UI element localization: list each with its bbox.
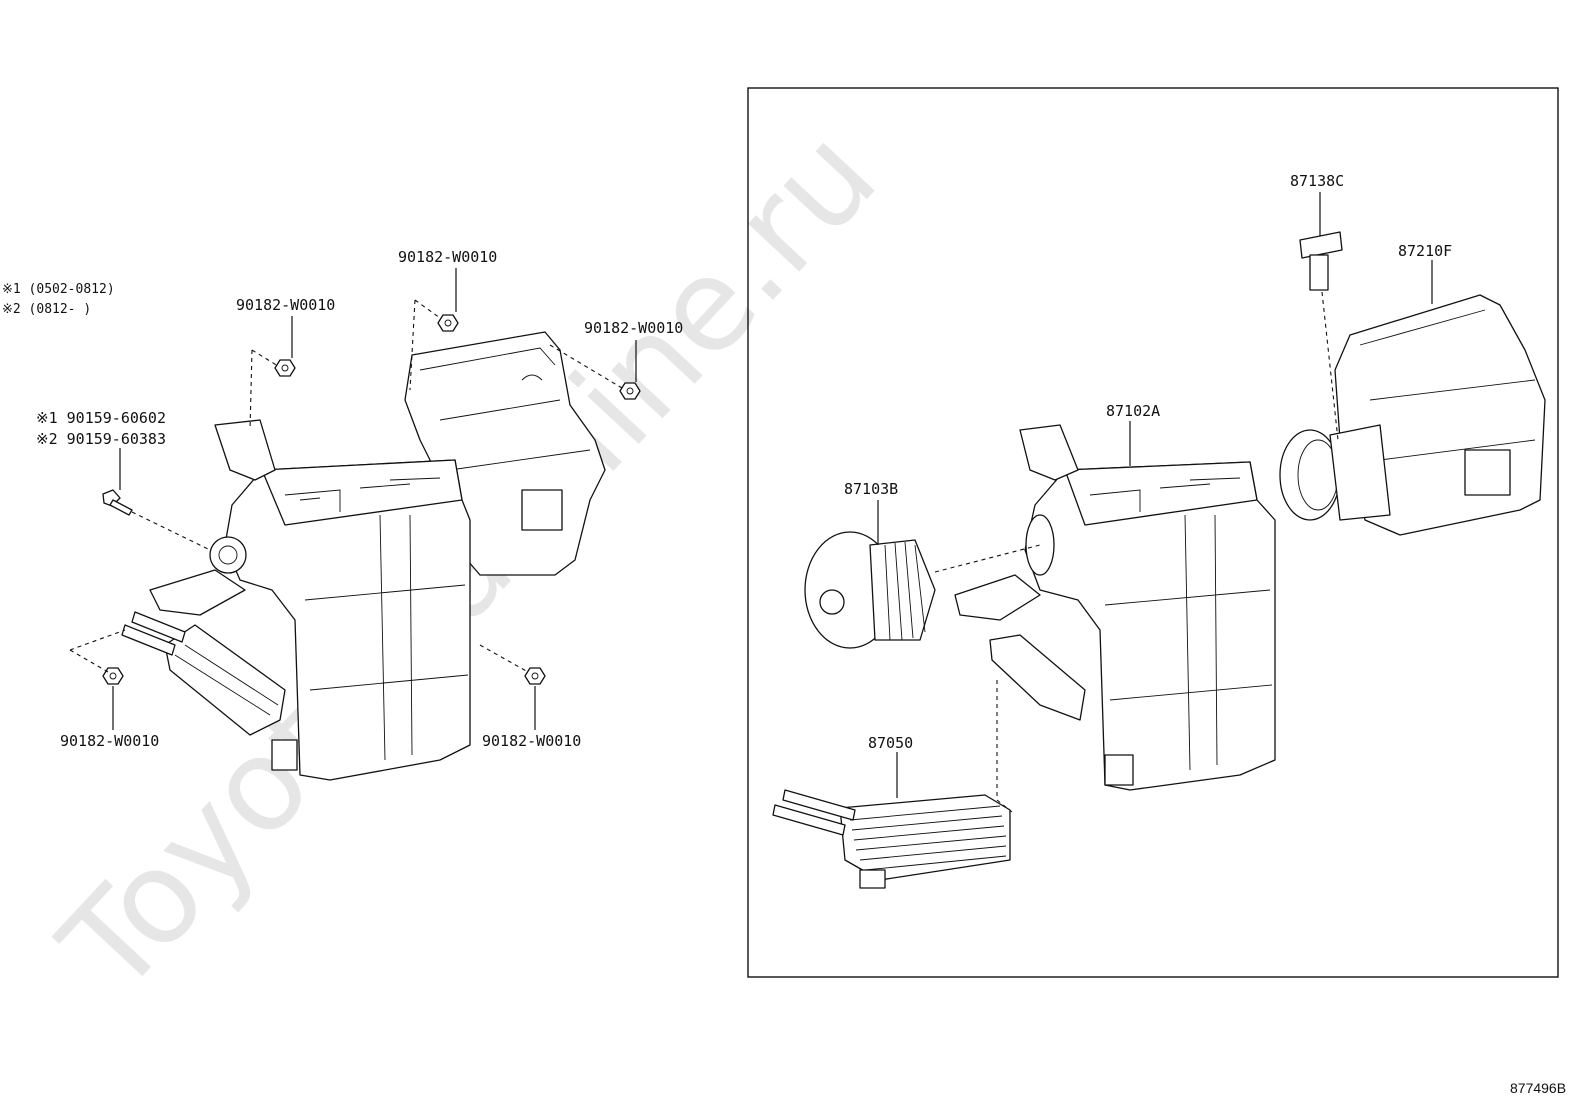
part-label-heater-core: 87050 [868, 734, 913, 752]
nut-icon [437, 314, 459, 332]
part-label-nut-top-right: 90182-W0010 [584, 319, 683, 337]
part-label-nut-top-left: 90182-W0010 [236, 296, 335, 314]
part-label-blower-case: 87210F [1398, 242, 1452, 260]
nut-icon [619, 382, 641, 400]
note-2: ※2 (0812- ) [2, 302, 91, 317]
detail-frame [747, 87, 1559, 978]
part-label-heater-unit: 87102A [1106, 402, 1160, 420]
right-assembly [772, 231, 1546, 889]
part-label-resistor: 87138C [1290, 172, 1344, 190]
note-1: ※1 (0502-0812) [2, 282, 115, 297]
right-leaders [877, 192, 1433, 813]
part-label-screw-2: ※2 90159-60383 [36, 430, 166, 448]
nut-icon [524, 667, 546, 685]
part-label-nut-bottom-left: 90182-W0010 [60, 732, 159, 750]
diagram-id: 877496B [1510, 1080, 1566, 1096]
part-label-blower-motor: 87103B [844, 480, 898, 498]
bolt-icon [102, 489, 133, 516]
left-leaders [69, 268, 637, 730]
left-fasteners [102, 314, 641, 685]
part-label-nut-bottom-right: 90182-W0010 [482, 732, 581, 750]
part-label-nut-top-center: 90182-W0010 [398, 248, 497, 266]
part-label-screw-1: ※1 90159-60602 [36, 409, 166, 427]
left-assembly [121, 331, 606, 781]
nut-icon [274, 359, 296, 377]
